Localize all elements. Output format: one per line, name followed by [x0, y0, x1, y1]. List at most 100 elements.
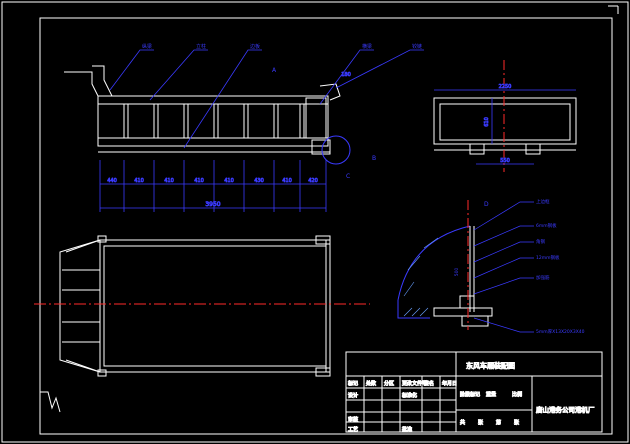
section-angle — [459, 295, 475, 309]
callout-leader — [149, 49, 208, 101]
section-marker-c: C — [346, 173, 350, 180]
sheet-label: 张 — [478, 419, 483, 426]
title-block: 东风车厢装配图标记 处数 分区 更改文件号签名 年月日设计 标准化审核工艺 批准 阶段标记重量… — [345, 351, 603, 434]
end-view — [433, 97, 577, 155]
end-base-text: 550 — [500, 158, 510, 164]
company-name: 唐山港务公司港机厂 — [536, 405, 595, 414]
plan-corner — [97, 235, 107, 243]
section-callout-label: 加强筋 — [536, 274, 550, 281]
plan-front-ribs — [62, 269, 100, 343]
callout-leader — [183, 49, 262, 149]
section-callout-label: 5mm厚X13X20X3X40 — [536, 329, 585, 335]
plan-front-line — [65, 239, 101, 253]
drawing-title: 东风车厢装配图 — [466, 361, 515, 370]
section-hatch — [403, 237, 439, 317]
plan-view — [59, 235, 331, 377]
rear-bracket — [311, 139, 331, 155]
sheet-label: 共 — [460, 419, 465, 426]
callout-leader — [319, 49, 374, 105]
end-view-dimensions: 2250 610 550 — [434, 84, 576, 165]
title-cell: 签名 — [424, 380, 434, 387]
plan-body-outline — [99, 239, 331, 373]
bay-dimension-text: 410 — [224, 178, 234, 184]
section-leader — [473, 201, 534, 231]
title-cell: 标准化 — [402, 392, 417, 399]
end-height-text: 610 — [484, 117, 490, 127]
section-detail-view — [397, 225, 493, 327]
title-cell: 分区 — [384, 380, 394, 387]
title-cell: 处数 — [366, 380, 376, 387]
plan-corner — [97, 369, 107, 377]
plan-front-outline — [59, 239, 101, 373]
plan-inner-outline — [103, 245, 327, 367]
section-arc-base — [397, 300, 430, 319]
section-callout-label: 12mm钢板 — [536, 254, 560, 261]
callout-label: 立柱 — [196, 43, 206, 50]
callout-label: 纵梁 — [142, 43, 152, 50]
title-cell: 工艺 — [348, 427, 358, 433]
section-marker-d: D — [484, 201, 489, 208]
section-arc — [397, 225, 471, 301]
bay-dimension-text: 420 — [308, 178, 318, 184]
end-view-outline — [433, 97, 577, 145]
section-callout-label: 角钢 — [536, 238, 545, 245]
section-height-text: 500 — [454, 268, 460, 277]
detail-circle — [321, 135, 351, 165]
title-cell: 批准 — [402, 426, 412, 433]
section-leader — [473, 225, 534, 247]
weld-symbol — [40, 391, 61, 413]
headboard-outline — [64, 71, 99, 97]
section-leader — [473, 277, 534, 295]
stage-label: 重量 — [486, 391, 496, 398]
total-length-text: 3950 — [205, 201, 220, 208]
side-view-dimensions: 440 410 410 410 410 430 410 420 3950 180 — [99, 72, 351, 212]
end-view-beam — [469, 143, 485, 155]
bay-dimension-text: 410 — [194, 178, 204, 184]
section-leader — [473, 317, 534, 333]
end-view-beam — [525, 143, 541, 155]
end-view-inner — [439, 103, 571, 141]
bay-dimension-text: 440 — [107, 178, 117, 184]
top-dimension-text: 180 — [341, 72, 351, 78]
section-callout-label: 上边框 — [536, 198, 550, 205]
callout-leader — [335, 49, 424, 89]
inner-border — [39, 17, 613, 435]
plan-front-line — [65, 359, 101, 373]
bay-dimension-text: 410 — [282, 178, 292, 184]
bay-dimension-text: 430 — [254, 178, 264, 184]
section-floor-plate — [433, 307, 493, 317]
side-posts — [123, 104, 305, 138]
section-marker-b: B — [372, 155, 376, 162]
title-cell: 更改文件号 — [402, 380, 427, 387]
callout-leader — [109, 49, 154, 91]
title-cell: 设计 — [348, 392, 358, 399]
title-cell: 年月日 — [442, 380, 457, 387]
callout-label: 铰链 — [412, 43, 422, 50]
stage-label: 阶段标记 — [460, 391, 480, 398]
plan-hinge — [315, 367, 331, 377]
section-crossbeam — [461, 315, 489, 327]
title-cell: 标记 — [348, 380, 358, 387]
callout-label: 边板 — [250, 43, 260, 50]
side-wall-outline — [97, 95, 329, 147]
section-marker-a: A — [272, 67, 277, 74]
section-leader — [473, 241, 534, 263]
bay-dimension-text: 410 — [134, 178, 144, 184]
stage-label: 比例 — [512, 391, 522, 398]
callout-label: 横梁 — [362, 43, 372, 50]
sheet-label: 张 — [514, 419, 519, 426]
tailgate — [305, 97, 327, 139]
section-callout-label: 6mm钢板 — [536, 222, 557, 229]
side-elevation-view — [64, 65, 351, 165]
plan-hinge — [315, 235, 331, 245]
headboard-outline — [92, 65, 113, 97]
title-cell: 审核 — [348, 416, 358, 423]
end-width-text: 2250 — [499, 84, 512, 90]
bay-dimension-text: 410 — [164, 178, 174, 184]
section-leader — [473, 257, 534, 279]
hinge-bracket — [319, 83, 341, 101]
